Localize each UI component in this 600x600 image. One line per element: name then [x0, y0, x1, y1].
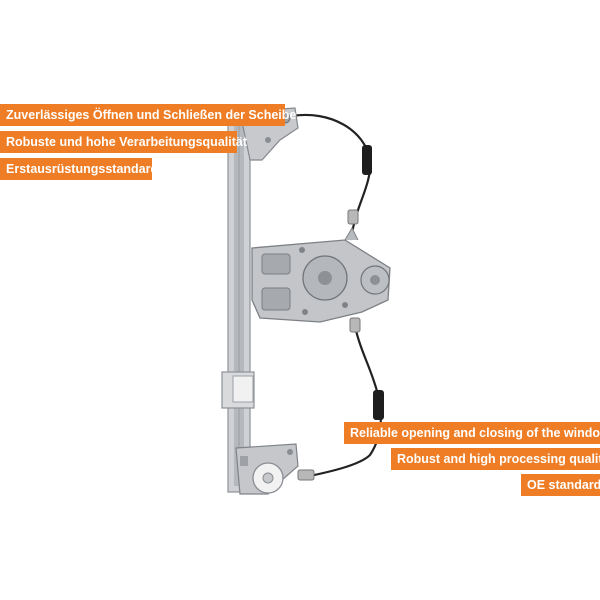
lower-cable-fitting [349, 317, 361, 333]
feature-badge-de-oe-standard: Erstausrüstungsstandard [0, 158, 158, 180]
feature-badge-de-reliable-opening: Zuverlässiges Öffnen und Schließen der S… [0, 104, 296, 126]
glass-clip [232, 375, 254, 403]
lower-cable-end-fitting [297, 469, 315, 481]
lower-cable-sleeve [373, 390, 384, 420]
lower-cable [299, 329, 382, 480]
feature-badge-en-reliable-opening: Reliable opening and closing of the wind… [344, 422, 600, 444]
upper-cable-fitting [347, 209, 359, 225]
feature-badge-en-oe-standard: OE standard [521, 474, 600, 496]
feature-badge-en-robust-quality: Robust and high processing quality [391, 448, 600, 470]
upper-cable-sleeve [362, 145, 372, 175]
feature-badge-de-robust-quality: Robuste und hohe Verarbeitungsqualität [0, 131, 247, 153]
